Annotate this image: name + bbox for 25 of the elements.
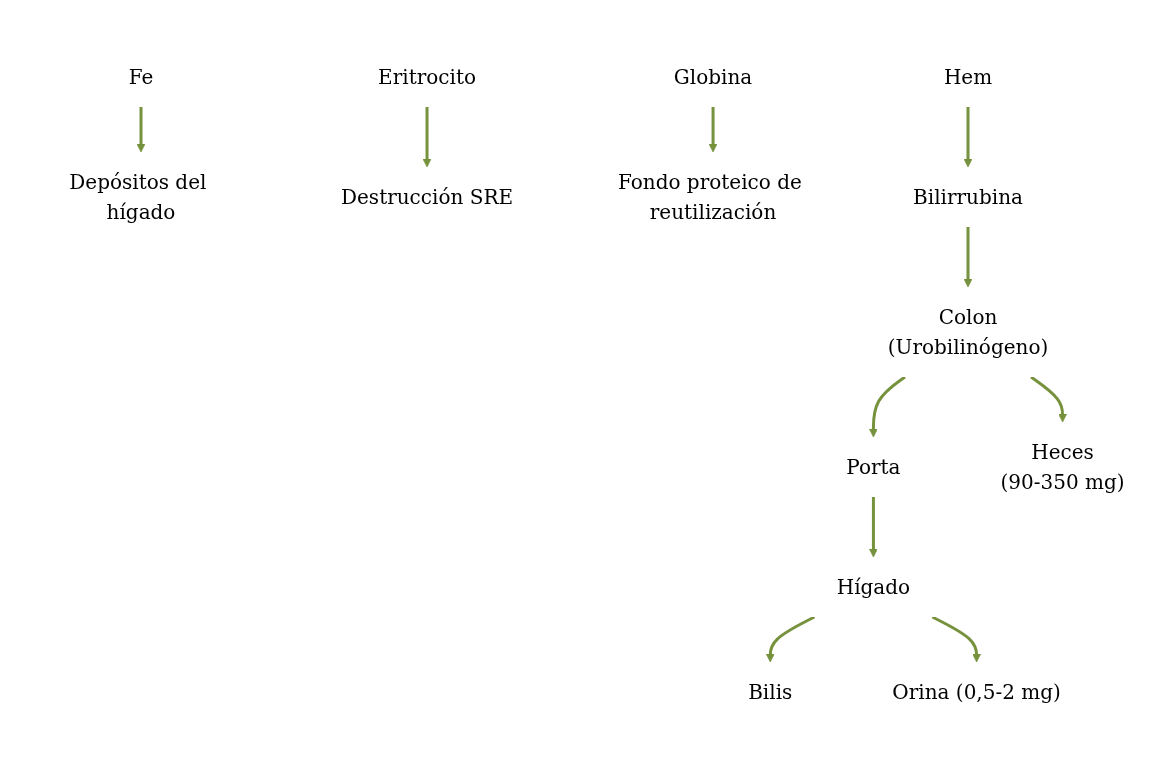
arrow [136, 107, 146, 153]
node-text: Porta [845, 455, 901, 479]
node-text: Hígado [836, 575, 910, 599]
node-text: Eritrocito [377, 65, 476, 89]
node-text: Hem [943, 65, 992, 89]
node-text: Orina (0,5-2 mg) [892, 680, 1061, 704]
arrow [963, 227, 973, 288]
arrow [963, 107, 973, 168]
arrow [708, 107, 718, 153]
node-text: Heces [1030, 440, 1094, 464]
arrow [422, 107, 432, 168]
arrow [868, 497, 878, 558]
arrow [931, 615, 981, 663]
node-text: Bilirrubina [912, 185, 1023, 209]
arrow [868, 375, 906, 438]
node-text: Bilis [747, 680, 792, 704]
arrow [765, 615, 815, 663]
node-text: Colon (Urobilinógeno) [887, 305, 1048, 359]
arrow [1029, 375, 1067, 423]
node-text: Destrucción SRE [340, 185, 513, 209]
node-text: Globina [673, 65, 752, 89]
node-label: (90-350 mg) [1000, 470, 1125, 494]
node-text: Fondo proteico de reutilización [617, 170, 802, 224]
node-text: Depósitos del hígado [68, 170, 207, 224]
node-text: Fe [128, 65, 153, 89]
